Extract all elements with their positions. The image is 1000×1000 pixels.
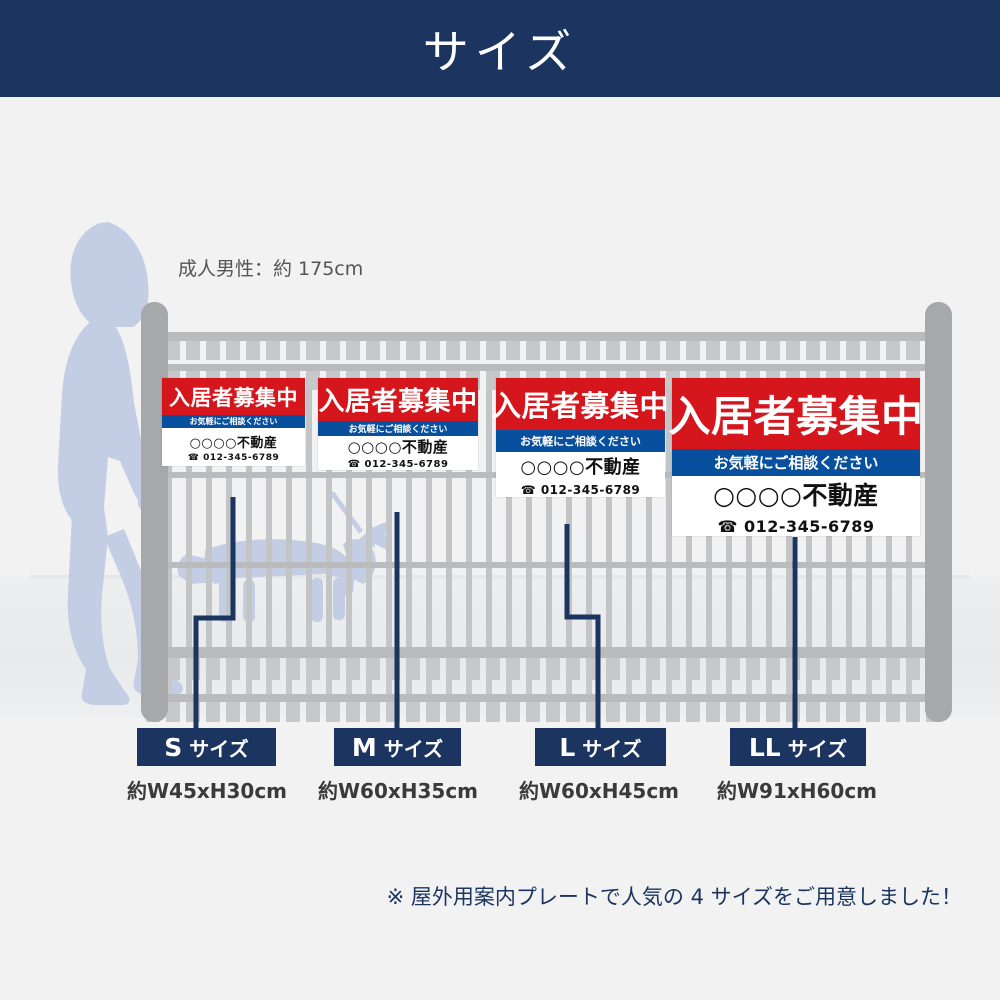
size-unit: サイズ — [582, 736, 642, 761]
plate-headline: 入居者募集中 — [492, 378, 669, 430]
sign-plate-s[interactable]: 入居者募集中 お気軽にご相談ください ○○○○不動産 ☎ 012-345-678… — [162, 378, 305, 466]
size-letter: LL — [748, 732, 781, 762]
fence-post-left — [141, 302, 168, 722]
size-badge-m: M サイズ — [334, 728, 461, 766]
fence-dash-row-bottom — [146, 658, 946, 680]
page-header: サイズ — [0, 0, 1000, 97]
size-unit: サイズ — [787, 736, 848, 761]
size-unit: サイズ — [189, 736, 249, 761]
plate-headline: 入居者募集中 — [318, 378, 478, 421]
size-dimensions-m: 約W60xH35cm — [317, 779, 479, 803]
plate-company: ○○○○不動産 — [347, 438, 449, 456]
fence-dash-row-bottom2 — [146, 700, 946, 722]
plate-tel: ☎ 012-345-6789 — [347, 459, 449, 470]
plate-subline: お気軽にご相談ください — [318, 421, 478, 436]
plate-info-zone: ○○○○不動産 ☎ 012-345-6789 — [672, 476, 920, 536]
sign-plate-ll[interactable]: 入居者募集中 お気軽にご相談ください ○○○○不動産 ☎ 012-345-678… — [669, 378, 923, 536]
size-unit: サイズ — [383, 736, 444, 761]
size-letter: L — [559, 732, 576, 762]
plate-info-zone: ○○○○不動産 ☎ 012-345-6789 — [162, 428, 305, 466]
person-height-label: 成人男性：約 175cm — [178, 258, 364, 280]
size-letter: M — [351, 732, 377, 762]
size-dimensions-l: 約W60xH45cm — [518, 779, 680, 803]
plate-subline: お気軽にご相談ください — [496, 430, 665, 452]
plate-info-zone: ○○○○不動産 ☎ 012-345-6789 — [318, 436, 478, 470]
fence-dash-row-top — [146, 338, 946, 360]
plate-headline: 入居者募集中 — [162, 378, 305, 415]
fence-rail-mid-1 — [146, 364, 946, 371]
sign-plate-m[interactable]: 入居者募集中 お気軽にご相談ください ○○○○不動産 ☎ 012-345-678… — [318, 378, 478, 470]
plate-company: ○○○○不動産 — [713, 481, 879, 510]
fence-rail-top — [146, 332, 946, 341]
plate-info-zone: ○○○○不動産 ☎ 012-345-6789 — [496, 452, 665, 497]
fence-rail-mid-3 — [146, 562, 946, 568]
plate-headline: 入居者募集中 — [669, 378, 923, 450]
fence-rail-bottom — [146, 694, 946, 702]
sign-plate-l[interactable]: 入居者募集中 お気軽にご相談ください ○○○○不動産 ☎ 012-345-678… — [492, 378, 669, 497]
size-badge-l: L サイズ — [535, 728, 666, 766]
size-dimensions-ll: 約W91xH60cm — [716, 779, 878, 803]
plate-company: ○○○○不動産 — [189, 435, 278, 451]
size-dimensions-s: 約W45xH30cm — [126, 779, 288, 803]
footnote-text: ※ 屋外用案内プレートで人気の 4 サイズをご用意しました！ — [386, 885, 962, 909]
size-badge-s: S サイズ — [137, 728, 276, 766]
plate-company: ○○○○不動産 — [520, 456, 641, 478]
fence-rail-low — [146, 647, 946, 658]
scene-stage: 入居者募集中 お気軽にご相談ください ○○○○不動産 ☎ 012-345-678… — [0, 97, 1000, 1000]
fence-post-right — [925, 302, 952, 722]
plate-subline: お気軽にご相談ください — [162, 415, 305, 428]
walking-man-silhouette — [57, 222, 183, 705]
size-badge-ll: LL サイズ — [730, 728, 866, 766]
page-title: サイズ — [422, 24, 578, 79]
plate-tel: ☎ 012-345-6789 — [187, 452, 280, 463]
plate-subline: お気軽にご相談ください — [672, 449, 920, 476]
plate-tel: ☎ 012-345-6789 — [520, 482, 641, 497]
plate-tel: ☎ 012-345-6789 — [717, 517, 875, 536]
size-letter: S — [164, 732, 183, 762]
